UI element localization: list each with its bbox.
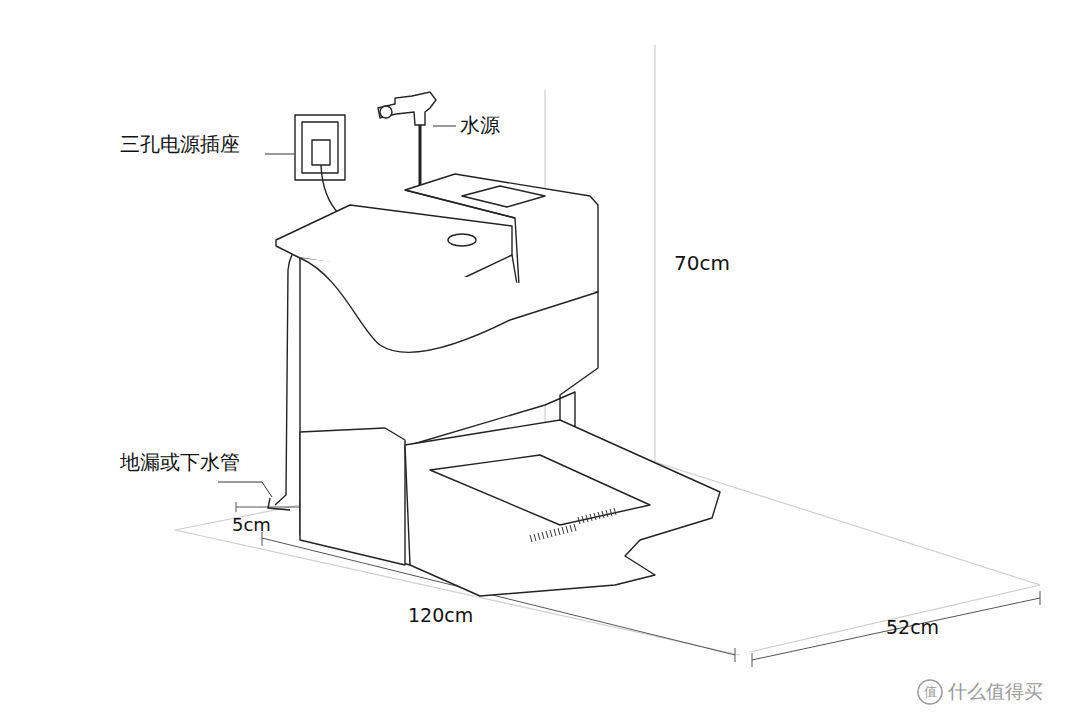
power-socket-label: 三孔电源插座 [120, 132, 240, 156]
height-dimension: 70cm [674, 251, 730, 275]
room-lines [175, 45, 1040, 655]
brush-bristles [530, 508, 616, 542]
length-dimension: 120cm [408, 604, 473, 627]
faucet [378, 92, 436, 125]
depth-dimension: 52cm [886, 616, 939, 639]
watermark-logo-char: 值 [924, 684, 937, 700]
gap-dimension: 5cm [232, 514, 271, 536]
drain [268, 498, 290, 510]
drain-label: 地漏或下水管 [120, 450, 240, 474]
water-source-label: 水源 [460, 113, 500, 137]
watermark-logo [918, 680, 942, 704]
watermark: 什么值得买 [948, 680, 1043, 703]
socket [295, 115, 345, 180]
base-station [276, 174, 720, 596]
water-hose [419, 125, 422, 188]
